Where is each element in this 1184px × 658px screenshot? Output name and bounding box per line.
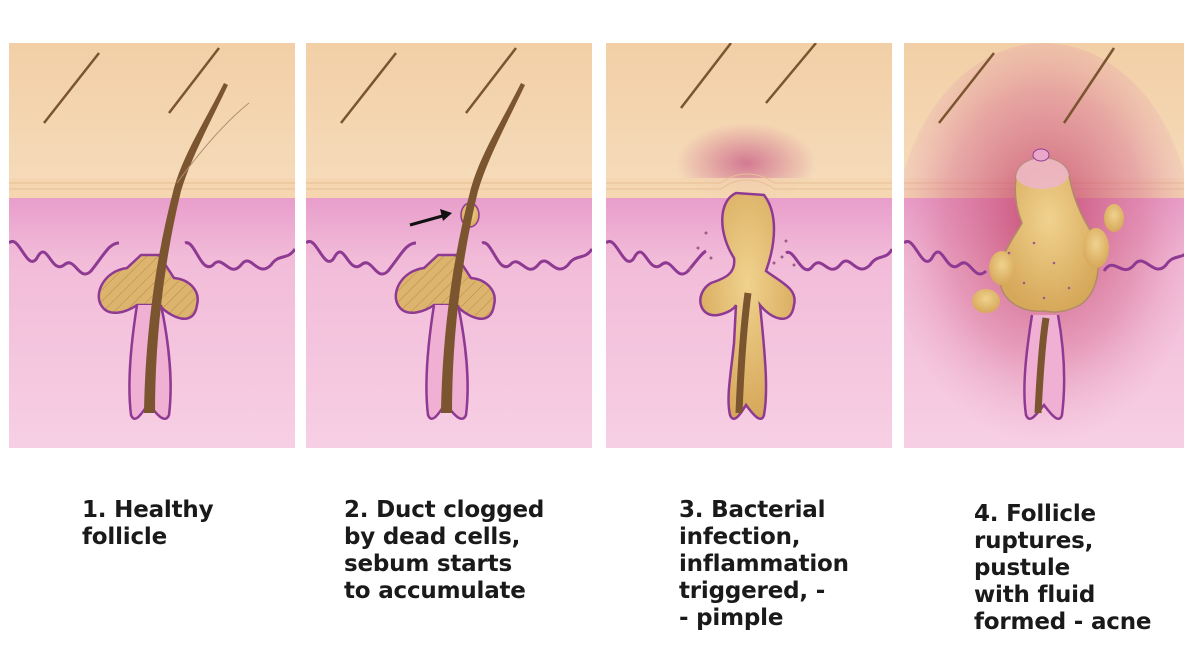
caption-step-4: 4. Follicle ruptures, pustule with fluid… [974,501,1151,636]
panel-clogged-duct [306,43,592,448]
stratum-band [9,178,295,198]
panel-healthy-follicle [9,43,295,448]
caption-step-3: 3. Bacterial infection, inflammation tri… [679,497,849,632]
sebum-blob [1104,204,1124,232]
panel-ruptured-follicle [904,43,1184,448]
panel-bacterial-infection [606,43,892,448]
caption-step-1: 1. Healthy follicle [82,497,213,551]
caption-step-2: 2. Duct clogged by dead cells, sebum sta… [344,497,544,605]
epidermis [9,43,295,198]
